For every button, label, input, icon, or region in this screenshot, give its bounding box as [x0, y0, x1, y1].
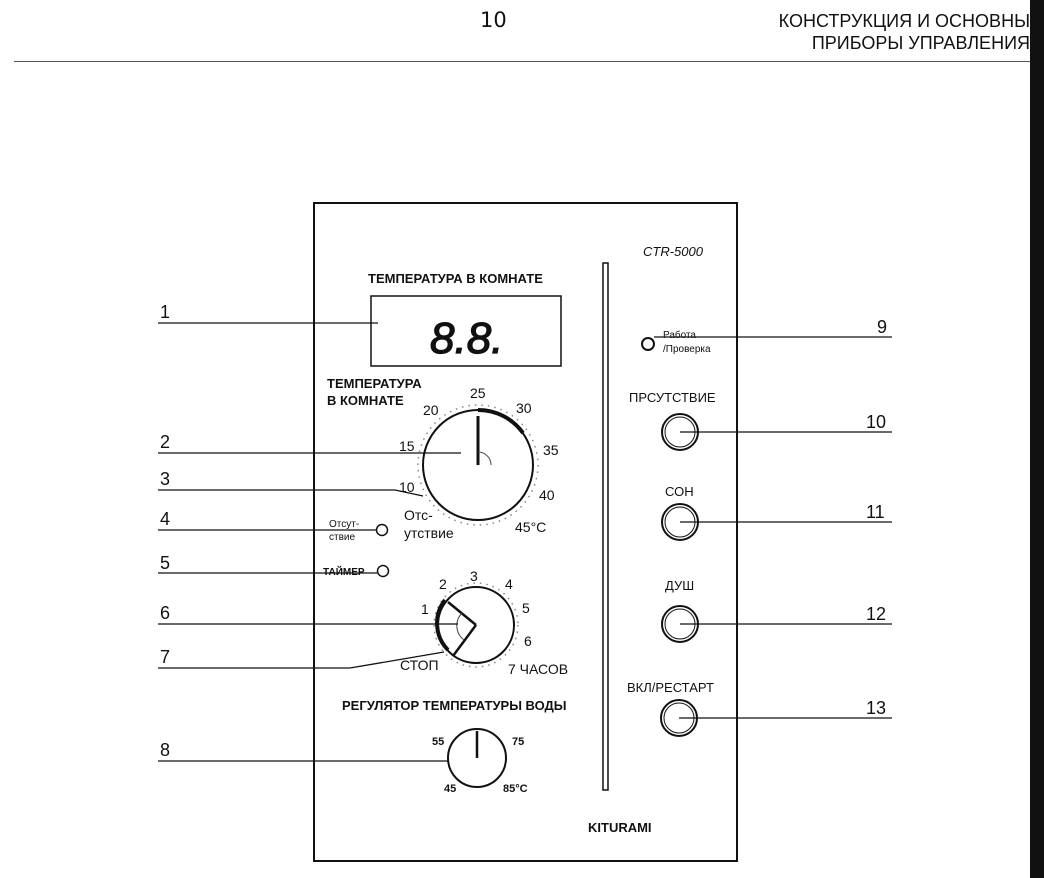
room-tick-45: 45°C [515, 519, 546, 535]
presence-button-label: ПРСУТСТВИЕ [629, 390, 716, 405]
status-led-label-line2: /Проверка [663, 344, 711, 355]
callout-10: 10 [866, 412, 886, 432]
callout-2: 2 [160, 432, 170, 452]
status-led [641, 337, 655, 351]
callout-13: 13 [866, 698, 886, 718]
room-tick-35: 35 [543, 442, 559, 458]
room-tick-20: 20 [423, 402, 439, 418]
power-button-label: ВКЛ/РЕСТАРТ [627, 680, 714, 695]
temperature-display [370, 295, 562, 367]
section-title-line1: КОНСТРУКЦИЯ И ОСНОВНЫ [778, 11, 1030, 31]
room-tick-40: 40 [539, 487, 555, 503]
callout-3: 3 [160, 469, 170, 489]
timer-tick-5: 5 [522, 600, 530, 616]
room-dial-title-line1: ТЕМПЕРАТУРА [327, 376, 422, 391]
display-digits: 8.8. [430, 314, 503, 363]
timer-dial-stop-mark [451, 624, 478, 657]
timer-tick-4: 4 [505, 576, 513, 592]
room-dial-rim [477, 407, 525, 435]
section-title-line2: ПРИБОРЫ УПРАВЛЕНИЯ [811, 33, 1030, 53]
callout-4: 4 [160, 509, 170, 529]
callout-6: 6 [160, 603, 170, 623]
room-dial-arc [477, 451, 492, 466]
timer-dial-stop-label: СТОП [400, 657, 439, 673]
timer-led [376, 564, 390, 578]
callout-12: 12 [866, 604, 886, 624]
absence-led [375, 523, 389, 537]
header-rule [14, 61, 1044, 62]
panel-separator [602, 262, 609, 791]
callout-lines-left [158, 322, 461, 762]
callout-11: 11 [866, 502, 885, 522]
callout-lines-right [654, 336, 892, 719]
water-tick-45: 45 [444, 783, 456, 795]
callout-1: 1 [160, 302, 170, 322]
model-label: CTR-5000 [643, 244, 704, 259]
water-tick-85: 85°C [503, 783, 528, 795]
room-dial-absence-line1: Отс- [404, 507, 433, 523]
room-dial-absence-line2: утствие [404, 525, 454, 541]
timer-tick-2: 2 [439, 576, 447, 592]
room-dial-scale [417, 404, 539, 526]
room-dial-title-line2: В КОМНАТЕ [327, 393, 404, 408]
timer-tick-6: 6 [524, 633, 532, 649]
room-tick-25: 25 [470, 385, 486, 401]
callout-5: 5 [160, 553, 170, 573]
timer-dial-arc [456, 612, 465, 641]
sleep-button-label: СОН [665, 484, 694, 499]
absence-led-label-line1: Отсут- [329, 519, 359, 530]
page-number: 10 [480, 8, 507, 32]
timer-led-label: ТАЙМЕР [323, 565, 365, 578]
water-tick-75: 75 [512, 736, 524, 748]
timer-tick-7: 7 ЧАСОВ [508, 661, 568, 677]
page-edge-shadow [1030, 0, 1044, 878]
section-title: КОНСТРУКЦИЯ И ОСНОВНЫ ПРИБОРЫ УПРАВЛЕНИЯ [779, 10, 1030, 54]
callout-9: 9 [877, 317, 887, 337]
room-tick-10: 10 [399, 479, 415, 495]
room-tick-30: 30 [516, 400, 532, 416]
display-title: ТЕМПЕРАТУРА В КОМНАТЕ [368, 271, 543, 286]
status-led-label-line1: Работа [663, 329, 696, 341]
callout-7: 7 [160, 647, 170, 667]
water-dial-knob[interactable] [447, 728, 507, 788]
timer-tick-1: 1 [421, 601, 429, 617]
callout-8: 8 [160, 740, 170, 760]
absence-led-label-line2: ствие [329, 532, 355, 543]
timer-tick-3: 3 [470, 568, 478, 584]
room-tick-15: 15 [399, 438, 415, 454]
water-dial-title: РЕГУЛЯТОР ТЕМПЕРАТУРЫ ВОДЫ [342, 698, 567, 713]
timer-dial-rim [435, 598, 450, 652]
panel-frame [313, 202, 738, 862]
shower-button-label: ДУШ [665, 578, 694, 593]
brand-logo: KITURAMI [588, 820, 652, 835]
timer-dial-scale [433, 582, 519, 668]
water-tick-55: 55 [432, 736, 444, 748]
